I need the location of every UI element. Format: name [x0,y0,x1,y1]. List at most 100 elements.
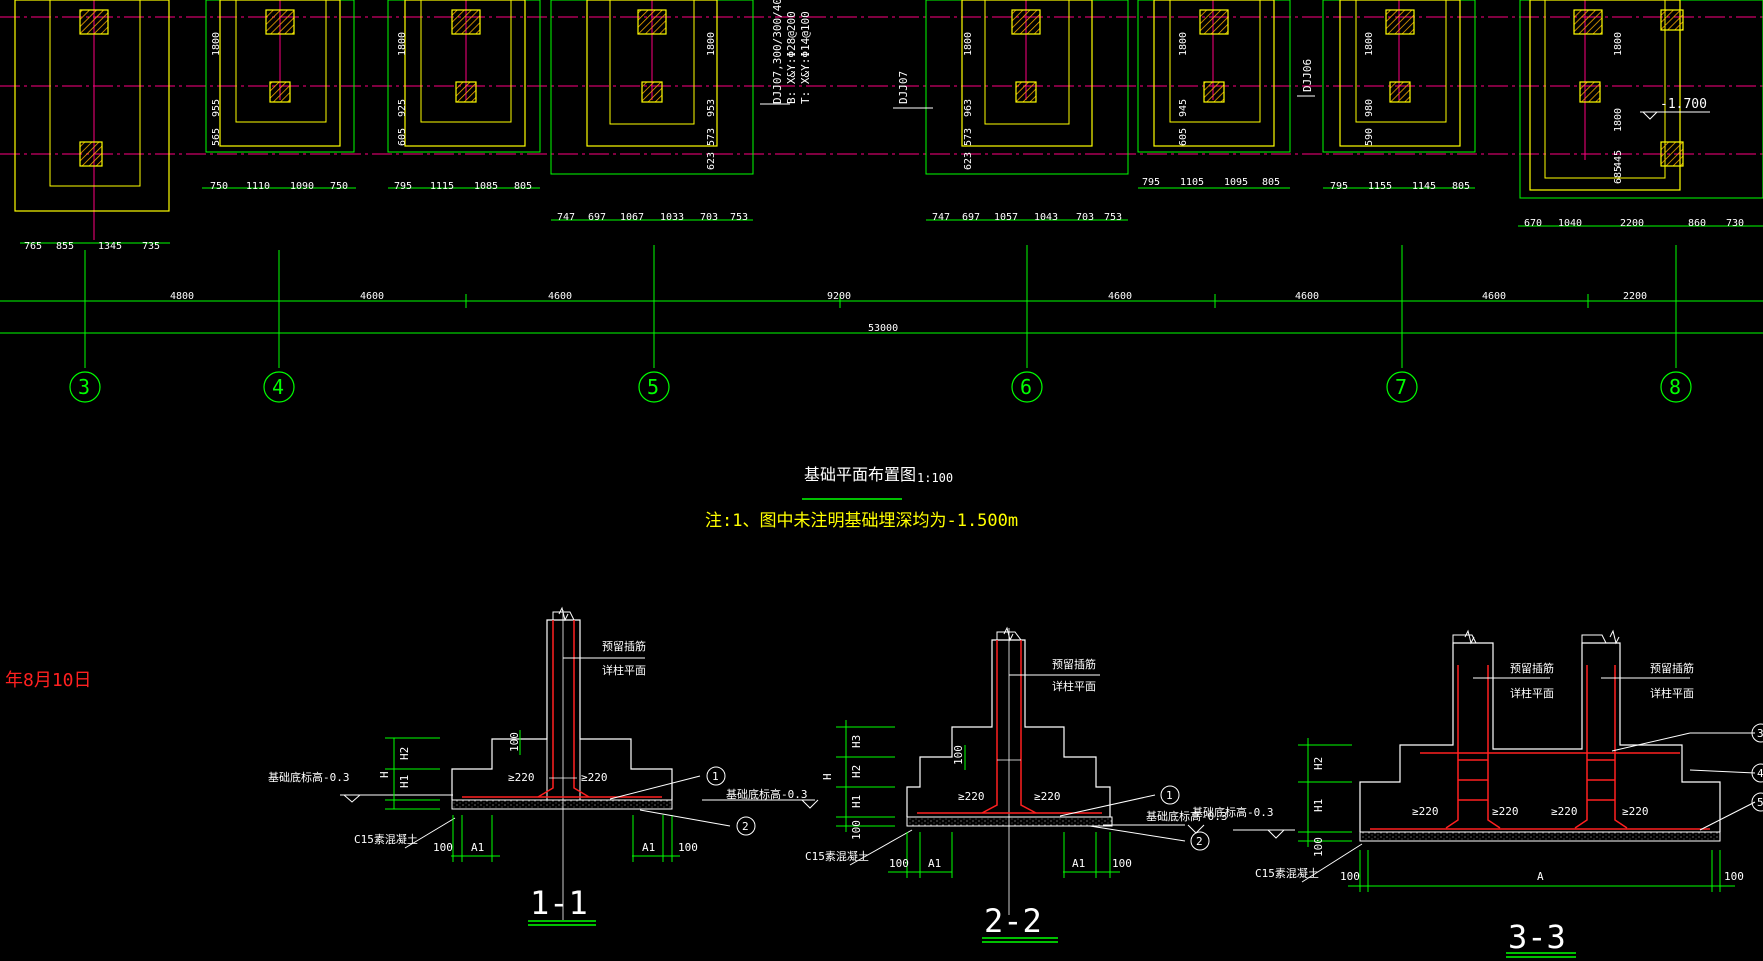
tag-dj07[interactable]: DJJ07 [897,71,910,104]
dim-label: A1 [471,841,484,854]
dim-text: 1800 [1613,108,1624,132]
footing-7[interactable] [1322,0,1476,153]
span-text: 2200 [1623,291,1647,302]
dim-text: 1057 [994,212,1018,223]
dim-text: 925 [397,99,408,117]
rebar-label: 详柱平面 [1510,686,1554,700]
section-3-3[interactable]: ≥220 ≥220 ≥220 ≥220 预留插筋 详柱平面 预留插筋 详柱平面 … [1192,629,1763,958]
marker-label: 1 [1166,789,1173,802]
drawing-scale: 1:100 [917,471,953,485]
span-text: 4800 [170,291,194,302]
bottom-label: 基础底标高-0.3 [1192,805,1274,819]
dim-text: 735 [142,241,160,252]
dim-text: 1800 [211,32,222,56]
anchor-label: ≥220 [581,771,608,784]
tag-dj06[interactable]: DJJ06 [1301,59,1314,92]
dim-text: 1800 [397,32,408,56]
section-1-1[interactable]: 基础底标高-0.3 基础底标高-0.3 ≥220 ≥220 预留插筋 详柱平面 [268,606,819,926]
footing-5[interactable] [925,0,1129,175]
axis-bubbles: 3 4 5 6 7 8 [69,371,1692,403]
dim-text: 1090 [290,181,314,192]
footing-4[interactable] [550,0,754,175]
axis-label: 7 [1395,375,1407,399]
span-text: 4600 [1108,291,1132,302]
height-label: 100 [1312,837,1325,857]
tag-dj07-full[interactable]: DJJ07,300/300/400 [771,0,784,104]
axis-label: 5 [647,375,659,399]
dim-text: 1085 [474,181,498,192]
marker-label: 2 [1196,835,1203,848]
dim-text: 670 [1524,218,1542,229]
span-text: 9200 [827,291,851,302]
tag-dj07-bottom[interactable]: B: X&Y:Φ28@200 [785,11,798,104]
axis-bubble-8[interactable]: 8 [1660,371,1692,403]
axis-label: 6 [1020,375,1032,399]
marker-label: 4 [1757,767,1763,780]
axis-bubble-7[interactable]: 7 [1386,371,1418,403]
height-label: H [821,773,834,780]
dim-text: 1155 [1368,181,1392,192]
dim-label: A [1537,870,1544,883]
axis-bubble-5[interactable]: 5 [638,371,670,403]
dim-label: 100 [1340,870,1360,883]
footing-8[interactable] [1519,0,1763,199]
footing-6[interactable] [1137,0,1291,153]
dim-text: 747 [932,212,950,223]
dim-text: 750 [330,181,348,192]
height-label: 100 [850,820,863,840]
dim-text: 1105 [1180,177,1204,188]
dim-text: 747 [557,212,575,223]
bottom-label: 基础底标高-0.3 [1146,809,1228,823]
dim-text: 945 [1178,99,1189,117]
height-label: H2 [1312,757,1325,770]
height-label: 100 [508,732,521,752]
footing-1[interactable] [14,0,170,212]
dim-text: 805 [514,181,532,192]
dim-text: 573 [706,128,717,146]
dim-text: 590 [1364,128,1375,146]
dim-text: 2200 [1620,218,1644,229]
dim-text: 685 [1613,166,1624,184]
dim-label: A1 [928,857,941,870]
axis-bubble-4[interactable]: 4 [263,371,295,403]
drawing-title-block: 基础平面布置图 1:100 注:1、图中未注明基础埋深均为-1.500m [705,465,1018,531]
height-label: H2 [850,765,863,778]
axis-dimension-lines [0,294,1763,334]
dim-text: 765 [24,241,42,252]
dim-text: 1067 [620,212,644,223]
axis-label: 8 [1669,375,1681,399]
section-2-2[interactable]: ≥220 ≥220 预留插筋 详柱平面 H3 H2 H1 H 100 100 C… [805,626,1228,943]
rebar-label: 详柱平面 [1650,686,1694,700]
dim-text: 1800 [963,32,974,56]
foundation-plan: 765 855 1345 735 750 1110 1090 750 795 1… [0,0,1763,403]
vertical-dimension-text: 1800 955 565 1800 925 605 1800 953 573 6… [211,32,1624,184]
bottom-label: 基础底标高-0.3 [268,770,350,784]
dim-text: 753 [730,212,748,223]
rebar-label: 预留插筋 [1650,661,1694,675]
dim-text: 1110 [246,181,270,192]
concrete-label: C15素混凝土 [805,849,869,863]
anchor-label: ≥220 [508,771,535,784]
axis-bubble-3[interactable]: 3 [69,371,101,403]
dim-text: 697 [962,212,980,223]
axis-bubble-6[interactable]: 6 [1011,371,1043,403]
elevation-marker: -1.700 [1640,97,1710,120]
date-fragment: 年8月10日 [5,670,92,691]
span-text: 4600 [360,291,384,302]
dim-label: A1 [1072,857,1085,870]
dim-text: 1800 [1364,32,1375,56]
height-label: H [378,771,391,778]
tag-dj07-top[interactable]: T: X&Y:Φ14@100 [799,11,812,104]
height-label: H1 [398,775,411,788]
dim-text: 955 [211,99,222,117]
footing-3[interactable] [387,0,541,153]
footing-2[interactable] [205,0,355,153]
dim-text: 805 [1262,177,1280,188]
span-text: 4600 [1482,291,1506,302]
anchor-label: ≥220 [1551,805,1578,818]
dim-label: 100 [1724,870,1744,883]
dim-text: 1095 [1224,177,1248,188]
footing-dimension-lines [20,187,1763,244]
rebar-label: 详柱平面 [1052,679,1096,693]
